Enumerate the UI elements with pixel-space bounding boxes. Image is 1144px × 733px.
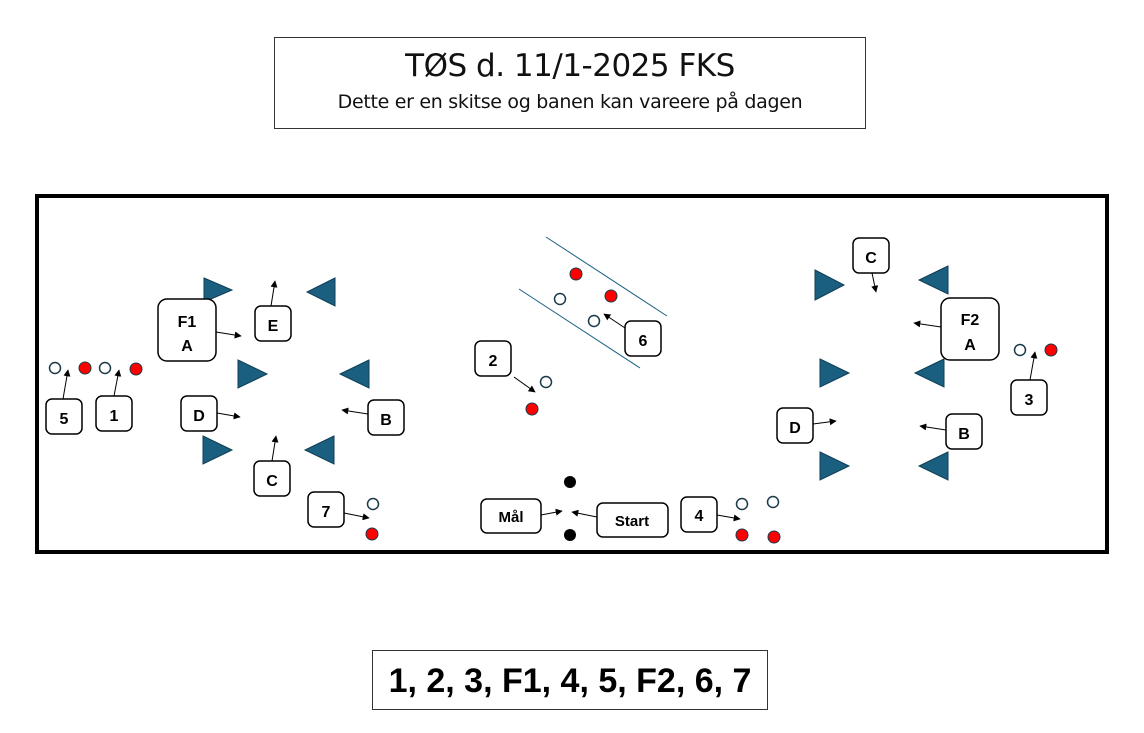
station-1-label: 1 [110, 408, 119, 425]
ball-white-icon [735, 497, 749, 511]
f2-obstacle: C F2 A D B [776, 237, 1000, 481]
f2-d-box: D [776, 407, 814, 444]
arrow-icon [919, 423, 947, 431]
title-box: TØS d. 11/1-2025 FKS Dette er en skitse … [274, 37, 866, 129]
start-box: Start [596, 502, 669, 538]
arrow-icon [812, 418, 837, 426]
ball-red-icon [767, 530, 781, 544]
f1-c-box: C [253, 460, 291, 497]
ball-white-icon [366, 497, 380, 511]
f1-obstacle: F1 A E D B C [157, 277, 405, 497]
arrow-icon [113, 369, 122, 397]
cone-icon [303, 435, 335, 465]
arrow-icon [62, 369, 71, 400]
ball-white-icon [1013, 343, 1027, 357]
station-5: 5 [45, 361, 92, 435]
f2-start-box: F2 A [940, 297, 1000, 361]
f1-d-box: D [180, 395, 218, 432]
arrow-icon [216, 412, 241, 420]
arrow-icon [871, 272, 879, 293]
cone-icon [338, 359, 370, 389]
svg-text:C: C [865, 250, 877, 267]
station-5-label: 5 [60, 411, 69, 428]
ball-red-icon [525, 402, 539, 416]
arrow-icon [270, 280, 278, 307]
cone-icon [202, 435, 234, 465]
arrow-icon [913, 320, 942, 328]
f1-a-label: A [181, 338, 193, 355]
cone-icon [913, 358, 945, 388]
arrow-icon [271, 435, 279, 462]
station-order: 1, 2, 3, F1, 4, 5, F2, 6, 7 [388, 662, 752, 700]
page-title: TØS d. 11/1-2025 FKS [405, 48, 735, 84]
f2-label: F2 [961, 312, 980, 329]
svg-text:C: C [266, 473, 278, 490]
f2-b-box: B [945, 413, 983, 450]
ball-white-icon [553, 292, 567, 306]
station-2: 2 [474, 340, 553, 416]
ball-red-icon [569, 267, 583, 281]
f1-label: F1 [178, 314, 197, 331]
cone-icon [819, 451, 851, 481]
station-3-label: 3 [1025, 392, 1034, 409]
arrow-icon [343, 512, 370, 521]
station-2-label: 2 [489, 353, 498, 370]
cone-icon [203, 277, 234, 303]
ball-red-icon [78, 361, 92, 375]
f1-e-box: E [254, 305, 292, 342]
start-label: Start [615, 513, 649, 530]
arrow-icon [513, 376, 536, 393]
svg-text:D: D [789, 420, 801, 437]
svg-text:D: D [193, 408, 205, 425]
goal-post-icon [564, 529, 576, 541]
ball-red-icon [129, 362, 143, 376]
f2-c-box: C [852, 237, 890, 274]
arrow-icon [716, 514, 741, 522]
arrow-icon [1029, 351, 1038, 381]
goal-box: Mål [480, 498, 542, 534]
f2-a-label: A [964, 337, 976, 354]
cone-icon [814, 269, 846, 301]
station-6: 6 [518, 236, 668, 369]
lane-line [518, 288, 641, 369]
ball-white-icon [539, 375, 553, 389]
ball-red-icon [604, 289, 618, 303]
ball-red-icon [365, 527, 379, 541]
svg-text:B: B [958, 426, 970, 443]
cone-icon [305, 277, 336, 307]
ball-white-icon [98, 361, 112, 375]
order-box: 1, 2, 3, F1, 4, 5, F2, 6, 7 [372, 650, 768, 710]
ball-white-icon [587, 314, 601, 328]
svg-text:B: B [380, 412, 392, 429]
ball-red-icon [735, 528, 749, 542]
arrow-icon [341, 407, 369, 415]
arrow-icon [540, 508, 563, 516]
station-6-label: 6 [639, 333, 648, 350]
cone-icon [917, 451, 949, 481]
station-7-label: 7 [322, 504, 331, 521]
arrow-icon [603, 313, 626, 329]
ball-white-icon [48, 361, 62, 375]
cone-icon [819, 358, 851, 388]
svg-text:E: E [268, 318, 279, 335]
station-4-label: 4 [695, 508, 704, 525]
cone-icon [237, 359, 269, 389]
lane-line [545, 236, 668, 317]
station-7: 7 [307, 491, 380, 541]
station-3: 3 [1010, 343, 1058, 416]
ball-white-icon [766, 495, 780, 509]
f1-b-box: B [367, 399, 405, 436]
cone-icon [917, 265, 949, 295]
arrow-icon [571, 509, 598, 518]
station-4: 4 [680, 495, 781, 544]
goal-label: Mål [498, 509, 523, 526]
page-subtitle: Dette er en skitse og banen kan vareere … [337, 91, 803, 113]
f1-start-box: F1 A [157, 298, 217, 362]
arrow-icon [215, 331, 242, 339]
station-1: 1 [95, 361, 143, 432]
goal-post-icon [564, 476, 576, 488]
goal-start: Mål Start [480, 476, 669, 541]
ball-red-icon [1044, 343, 1058, 357]
